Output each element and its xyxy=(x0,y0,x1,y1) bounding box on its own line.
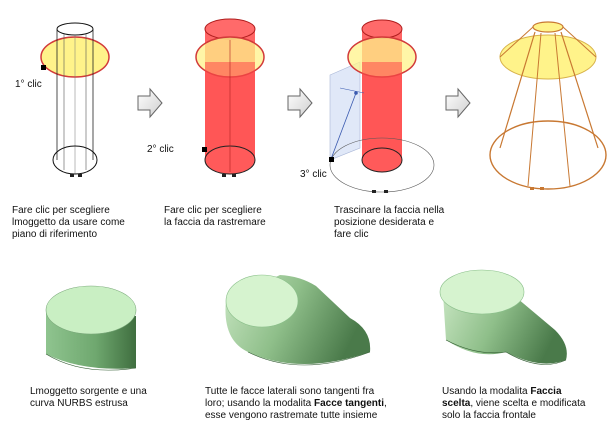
caption-line: solo la faccia frontale xyxy=(442,410,536,421)
source-solid xyxy=(45,285,137,371)
caption-line: esse vengono rastremate tutte insieme xyxy=(205,410,378,421)
caption-line: Fare clic per scegliere xyxy=(164,205,262,216)
click-label-2: 2° clic xyxy=(147,144,174,155)
caption-line: curva NURBS estrusa xyxy=(30,398,128,409)
caption-line: scelta, viene scelta e modificata xyxy=(442,398,586,409)
caption-line: loro; usando la modalita Facce tangenti, xyxy=(205,398,387,409)
caption-line: Fare clic per scegliere xyxy=(12,205,110,216)
arrow-right-icon xyxy=(445,87,471,119)
caption-tangent-faces: Tutte le facce laterali sono tangenti fr… xyxy=(205,386,405,422)
caption-source-solid: Lmoggetto sorgente e una curva NURBS est… xyxy=(30,386,230,410)
click-label-1: 1° clic xyxy=(15,79,42,90)
arrow-right-icon xyxy=(137,87,163,119)
caption-line: Trascinare la faccia nella xyxy=(334,205,445,216)
click-marker-3 xyxy=(329,157,334,162)
caption-line: la faccia da rastremare xyxy=(164,217,266,228)
step1-cylinder-figure xyxy=(40,22,110,177)
caption-line: fare clic xyxy=(334,229,369,240)
arrow-right-icon xyxy=(287,87,313,119)
click-marker-1 xyxy=(41,65,46,70)
caption-single-face: Usando la modalita Faccia scelta, viene … xyxy=(442,386,614,422)
step4-tapered-figure xyxy=(489,21,607,190)
tangent-tapered-solid xyxy=(225,274,371,366)
caption-step3: Trascinare la faccia nella posizione des… xyxy=(334,205,534,241)
step3-cylinder-figure xyxy=(329,19,435,193)
click-marker-2 xyxy=(202,147,207,152)
step2-cylinder-figure xyxy=(195,18,265,177)
caption-line: Usando la modalita Faccia xyxy=(442,386,562,397)
caption-step2: Fare clic per scegliere la faccia da ras… xyxy=(164,205,364,229)
caption-line: piano di riferimento xyxy=(12,229,98,240)
single-face-tapered-solid xyxy=(439,269,567,365)
caption-step1: Fare clic per scegliere lmoggetto da usa… xyxy=(12,205,212,241)
caption-line: Lmoggetto sorgente e una xyxy=(30,386,147,397)
caption-line: lmoggetto da usare come xyxy=(12,217,125,228)
caption-line: posizione desiderata e xyxy=(334,217,435,228)
caption-line: Tutte le facce laterali sono tangenti fr… xyxy=(205,386,375,397)
click-label-3: 3° clic xyxy=(300,169,327,180)
